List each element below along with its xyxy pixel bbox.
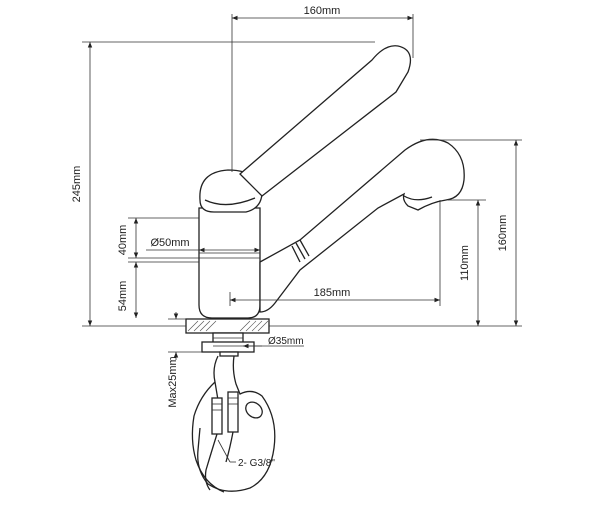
label-g38: 2- G3/8" [238,458,275,469]
label-110: 110mm [459,245,471,281]
label-160-top: 160mm [304,5,341,17]
label-diameter-35: Ø35mm [268,336,304,347]
label-245: 245mm [71,166,83,203]
label-185: 185mm [314,287,351,299]
dim-outlet-height: 110mm [448,199,486,326]
dim-spout-height: 160mm [269,139,522,327]
dim-base-height: 54mm [117,261,199,318]
dim-connection: 2- G3/8" [217,439,275,469]
dim-body-diameter: Ø50mm [146,237,260,253]
label-max25: Max25mm [167,356,179,407]
dim-reach: 185mm [229,200,441,306]
dim-body-height: 40mm [117,217,199,259]
label-40: 40mm [117,225,129,256]
dim-total-height: 245mm [71,41,375,327]
label-160-right: 160mm [497,215,509,252]
label-diameter-50: Ø50mm [150,237,189,249]
dim-max-thickness: Max25mm [167,312,202,408]
dim-top-width: 160mm [231,5,414,172]
label-54: 54mm [117,281,129,312]
dim-hole-diameter: Ø35mm [213,336,304,349]
faucet-outline [185,45,465,493]
